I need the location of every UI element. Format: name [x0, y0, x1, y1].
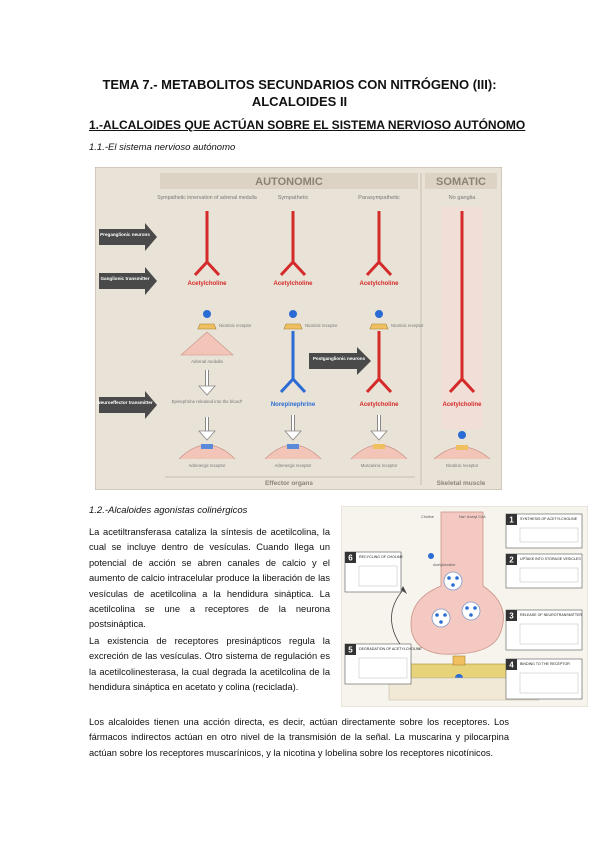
document-title-line1: TEMA 7.- METABOLITOS SECUNDARIOS CON NIT…: [102, 77, 497, 92]
preganglionic-arrow: Preganglionic neurons: [99, 223, 157, 251]
col-sympathetic-label: Sympathetic: [278, 195, 309, 201]
choline-label: Choline: [421, 515, 434, 519]
column-parasympathetic: Acetylcholine Nicotinic receptor Acetylc…: [350, 211, 424, 468]
step-4-binding: 4 BINDING TO THE RECEPTOR: [505, 658, 583, 700]
skeletal-muscle-label: Skeletal muscle: [437, 480, 486, 487]
svg-text:Adrenal medulla: Adrenal medulla: [191, 359, 223, 364]
paragraph-3: Los alcaloides tienen una acción directa…: [89, 717, 509, 758]
ganglionic-transmitter-arrow: Ganglionic transmitter: [99, 267, 157, 295]
svg-text:Acetylcholine: Acetylcholine: [187, 281, 227, 287]
postganglionic-neurons-arrow: Postganglionic neurons: [309, 347, 371, 375]
step-6-recycling: 6 RECYCLING OF CHOLINE: [344, 551, 404, 593]
paragraph-1: La acetiltransferasa cataliza la síntesi…: [89, 527, 330, 630]
subsection-heading: 1.1.-El sistema nervioso autónomo: [89, 142, 236, 153]
svg-text:5: 5: [348, 646, 353, 655]
svg-text:BINDING TO THE RECEPTOR: BINDING TO THE RECEPTOR: [520, 662, 570, 666]
svg-text:RECYCLING OF CHOLINE: RECYCLING OF CHOLINE: [359, 555, 404, 559]
svg-text:Neuroeffector transmitter: Neuroeffector transmitter: [97, 400, 153, 405]
svg-text:3: 3: [509, 612, 514, 621]
col-adrenal-medulla-label: Sympathetic innervation of adrenal medul…: [157, 195, 257, 201]
svg-text:SYNTHESIS OF ACETYLCHOLINE: SYNTHESIS OF ACETYLCHOLINE: [520, 517, 578, 521]
step-5-degradation: 5 DEGRADATION OF ACETYLCHOLINE: [344, 643, 422, 685]
svg-text:Preganglionic neurons: Preganglionic neurons: [100, 232, 150, 237]
effector-organs-label: Effector organs: [265, 480, 313, 487]
svg-text:Postganglionic neurons: Postganglionic neurons: [313, 356, 366, 361]
document-title-line2: ALCALOIDES II: [251, 94, 348, 109]
acetylcoa-label: Na+ Acetyl CoA: [459, 515, 486, 519]
svg-text:Nicotinic receptor: Nicotinic receptor: [391, 323, 424, 328]
svg-text:Ganglionic transmitter: Ganglionic transmitter: [100, 276, 149, 281]
step-2-uptake: 2 UPTAKE INTO STORAGE VESICLES: [505, 553, 583, 589]
step-3-release: 3 RELEASE OF NEUROTRANSMITTER: [505, 609, 583, 651]
autonomic-header: AUTONOMIC: [255, 176, 323, 188]
col-parasympathetic-label: Parasympathetic: [358, 195, 400, 201]
section-heading: 1.-ALCALOIDES QUE ACTÚAN SOBRE EL SISTEM…: [89, 118, 526, 132]
svg-text:Nicotinic receptor: Nicotinic receptor: [219, 323, 252, 328]
column-adrenal-medulla: Acetylcholine Nicotinic receptor Adrenal…: [172, 211, 252, 468]
cholinergic-synapse-figure: Acetylcholine Choline Na+ Acetyl CoA 1 S…: [341, 506, 588, 707]
svg-text:Adrenergic receptor: Adrenergic receptor: [275, 463, 312, 468]
svg-text:Muscarinic receptor: Muscarinic receptor: [361, 463, 398, 468]
svg-text:DEGRADATION OF ACETYLCHOLINE: DEGRADATION OF ACETYLCHOLINE: [359, 647, 422, 651]
svg-text:1: 1: [509, 516, 514, 525]
somatic-header: SOMATIC: [436, 176, 486, 188]
svg-text:Acetylcholine: Acetylcholine: [359, 402, 399, 408]
subsection-heading-2: 1.2.-Alcaloides agonistas colinérgicos: [89, 505, 248, 516]
svg-text:4: 4: [509, 661, 514, 670]
svg-text:RELEASE OF NEUROTRANSMITTER: RELEASE OF NEUROTRANSMITTER: [520, 613, 583, 617]
svg-text:Norepinephrine: Norepinephrine: [271, 402, 316, 408]
column-sympathetic: Acetylcholine Nicotinic receptor Norepin…: [264, 211, 338, 468]
col-no-ganglia-label: No ganglia: [449, 195, 477, 201]
svg-text:Acetylcholine: Acetylcholine: [442, 402, 482, 408]
acetylcholine-label: Acetylcholine: [433, 563, 455, 567]
svg-text:2: 2: [509, 556, 514, 565]
svg-text:Epinephrine released into the: Epinephrine released into the blood*: [172, 399, 243, 404]
column-somatic: Acetylcholine Nicotinic receptor: [433, 207, 491, 468]
autonomic-nervous-system-figure: AUTONOMIC SOMATIC Sympathetic innervatio…: [95, 167, 502, 490]
step-1-synthesis: 1 SYNTHESIS OF ACETYLCHOLINE: [505, 513, 583, 549]
svg-text:Acetylcholine: Acetylcholine: [273, 281, 313, 287]
svg-text:Nicotinic receptor: Nicotinic receptor: [446, 463, 479, 468]
svg-text:UPTAKE INTO STORAGE VESICLES: UPTAKE INTO STORAGE VESICLES: [520, 557, 581, 561]
neuroeffector-transmitter-arrow: Neuroeffector transmitter: [97, 391, 157, 419]
svg-text:Acetylcholine: Acetylcholine: [359, 281, 399, 287]
paragraph-2: La existencia de receptores presináptico…: [89, 636, 330, 693]
svg-text:6: 6: [348, 554, 353, 563]
svg-text:Adrenergic receptor: Adrenergic receptor: [189, 463, 226, 468]
svg-text:Nicotinic receptor: Nicotinic receptor: [305, 323, 338, 328]
